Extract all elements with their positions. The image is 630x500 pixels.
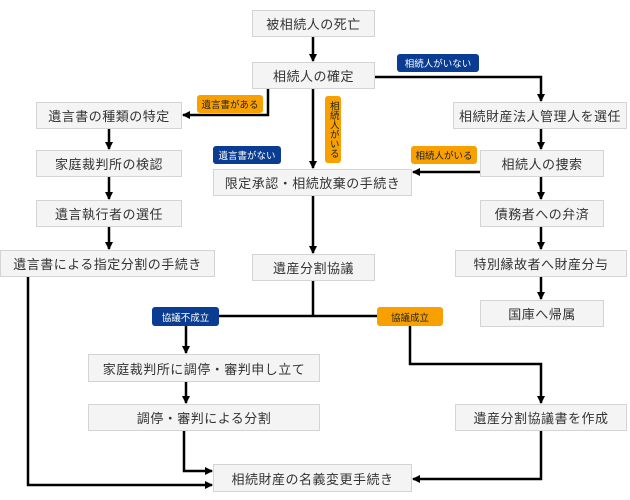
arrow-succeeded-to-agreement [408, 326, 545, 404]
arrow-determine-to-will-type [182, 89, 270, 119]
node-division-consultation: 遺産分割協議 [252, 254, 375, 281]
arrow-designated-to-namechange [26, 277, 213, 489]
node-court-mediation-petition: 家庭裁判所に調停・審判申し立て [88, 354, 320, 382]
badge-heirs-exist: 相続人がいる [325, 96, 341, 163]
node-appoint-executor: 遺言執行者の選任 [36, 200, 182, 227]
badge-no-will: 遺言書がない [213, 146, 281, 164]
arrow-determine-to-administrator [375, 75, 545, 102]
node-pay-creditors: 債務者への弁済 [480, 200, 604, 227]
arrow-agreement-to-namechange [412, 431, 543, 483]
node-special-relations: 特別縁故者へ財産分与 [455, 250, 627, 277]
node-mediation-division: 調停・審判による分割 [88, 404, 320, 431]
badge-no-heirs: 相続人がいない [397, 54, 479, 72]
node-state-treasury: 国庫へ帰属 [480, 300, 604, 327]
node-court-probate: 家庭裁判所の検認 [36, 150, 182, 177]
node-designated-division: 遺言書による指定分割の手続き [0, 250, 215, 277]
node-identify-will-type: 遺言書の種類の特定 [36, 102, 182, 129]
node-name-change: 相続財産の名義変更手続き [213, 464, 412, 492]
node-search-heirs: 相続人の捜索 [480, 150, 604, 177]
node-death: 被相続人の死亡 [252, 10, 375, 37]
badge-consultation-failed: 協議不成立 [152, 307, 219, 326]
badge-will-exists: 遺言書がある [197, 95, 263, 113]
node-create-agreement: 遺産分割協議書を作成 [455, 404, 627, 431]
badge-heirs-found: 相続人がいる [411, 146, 477, 164]
node-appoint-administrator: 相続財産法人管理人を選任 [453, 102, 627, 129]
badge-consultation-succeeded: 協議成立 [377, 307, 443, 326]
arrow-mediation-to-namechange [182, 431, 213, 475]
node-limited-approval: 限定承認・相続放棄の手続き [213, 169, 412, 196]
node-determine-heirs: 相続人の確定 [252, 62, 375, 89]
